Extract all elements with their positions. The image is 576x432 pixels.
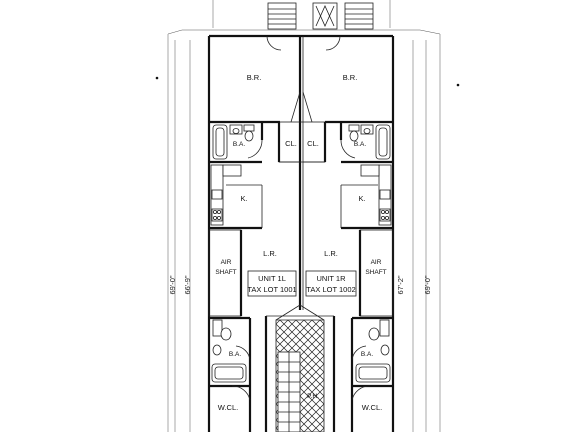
dimension-outer-left: 69'-0": [168, 275, 177, 294]
dimension-inner-left: 66'-9": [183, 275, 192, 294]
dimension-outer-right: 69'-0": [423, 275, 432, 294]
air-shafts: [208, 229, 394, 317]
label-br-left: B.R.: [247, 73, 262, 82]
label-air-shaft-right-2: SHAFT: [365, 269, 386, 276]
label-k-right: K.: [358, 194, 365, 203]
label-air-shaft-left-1: AIR: [221, 259, 232, 266]
label-ba-upper-right: B.A.: [354, 141, 366, 148]
label-air-shaft-right-1: AIR: [371, 259, 382, 266]
bedroom-walls: [209, 35, 393, 124]
property-lines: [155, 0, 460, 432]
unit-left-name: UNIT 1L: [258, 274, 286, 283]
rear-stairs: [267, 2, 374, 30]
upper-bathrooms: [209, 122, 393, 164]
label-ba-upper-left: B.A.: [233, 141, 245, 148]
label-cl-right: CL.: [307, 139, 319, 148]
closets: [277, 121, 327, 163]
unit-right-taxlot: TAX LOT 1002: [306, 285, 355, 294]
dimension-lines: [174, 40, 427, 432]
label-ba-lower-left: B.A.: [229, 351, 241, 358]
unit-right-name: UNIT 1R: [316, 274, 346, 283]
label-wcl-left: W.CL.: [218, 403, 238, 412]
lower-bathrooms: [209, 316, 393, 432]
label-lr-left: L.R.: [263, 249, 277, 258]
label-wcl-right: W.CL.: [362, 403, 382, 412]
public-hall: [264, 304, 336, 432]
unit-label-boxes: [247, 270, 357, 297]
label-br-right: B.R.: [343, 73, 358, 82]
label-cl-left: CL.: [285, 139, 297, 148]
dimension-inner-right: 67'-2": [396, 275, 405, 294]
label-ph: P.H.: [307, 393, 319, 400]
label-k-left: K.: [240, 194, 247, 203]
label-lr-right: L.R.: [324, 249, 338, 258]
label-air-shaft-left-2: SHAFT: [215, 269, 236, 276]
unit-left-taxlot: TAX LOT 1001: [247, 285, 296, 294]
label-ba-lower-right: B.A.: [361, 351, 373, 358]
kitchens: [209, 164, 393, 230]
